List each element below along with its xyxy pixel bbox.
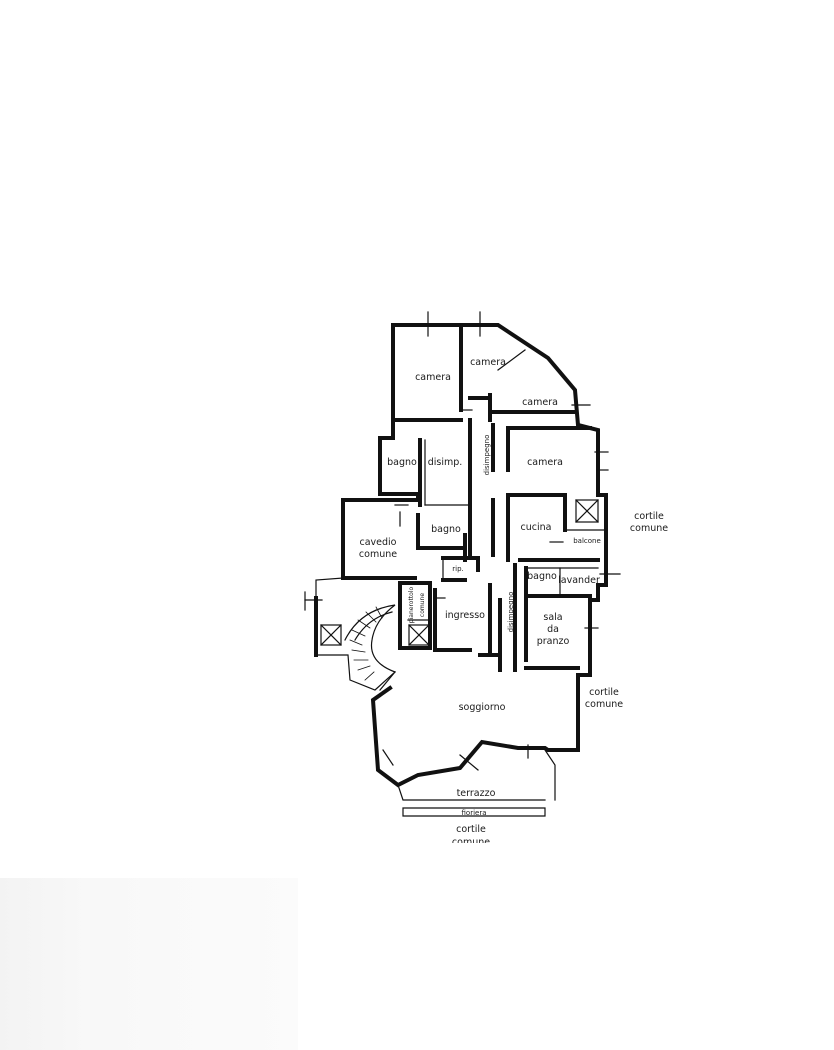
crop-mask [440, 843, 510, 849]
label-cortile-bottom-comune: comune [452, 837, 490, 848]
label-bagno-1: bagno [387, 457, 417, 468]
label-cortile-right-comune: comune [630, 523, 668, 534]
label-cortile-mid-comune: comune [585, 699, 623, 710]
label-cucina: cucina [521, 522, 552, 533]
scan-shadow [0, 878, 298, 1050]
label-bagno-3: bagno [527, 571, 557, 582]
label-cortile-mid: cortile [589, 687, 619, 698]
label-disimpegno-1: disimpegno [483, 435, 491, 476]
label-pianerottolo: pianerottolo [408, 586, 415, 623]
label-camera-1: camera [415, 372, 451, 383]
label-cavedio: cavedio [360, 537, 397, 548]
label-disimp: disimp. [428, 457, 463, 468]
label-ingresso: ingresso [445, 610, 485, 621]
label-balcone: balcone [573, 537, 601, 545]
label-fioriera: fioriera [462, 809, 487, 817]
label-cortile-bottom: cortile [456, 824, 486, 835]
window-ticks [304, 311, 621, 629]
label-rip: rip. [452, 565, 464, 573]
label-camera-2: camera [470, 357, 506, 368]
label-camera-3: camera [522, 397, 558, 408]
label-pianerottolo-comune: comune [419, 593, 426, 617]
label-bagno-2: bagno [431, 524, 461, 535]
label-terrazzo: terrazzo [457, 788, 496, 799]
label-soggiorno: soggiorno [459, 702, 506, 713]
label-cortile-right: cortile [634, 511, 664, 522]
shafts [320, 499, 599, 646]
label-camera-4: camera [527, 457, 563, 468]
label-lavander: lavander [558, 575, 600, 586]
label-sala-pranzo: pranzo [537, 636, 570, 647]
label-sala: sala [543, 612, 562, 623]
label-sala-da: da [547, 624, 559, 635]
exterior-labels: cortile comune cortile comune cortile co… [452, 511, 668, 848]
label-cavedio-comune: comune [359, 549, 397, 560]
interior-walls [344, 326, 607, 771]
label-disimpegno-2: disimpegno [507, 592, 515, 633]
room-labels: camera camera camera camera bagno disimp… [359, 357, 601, 817]
